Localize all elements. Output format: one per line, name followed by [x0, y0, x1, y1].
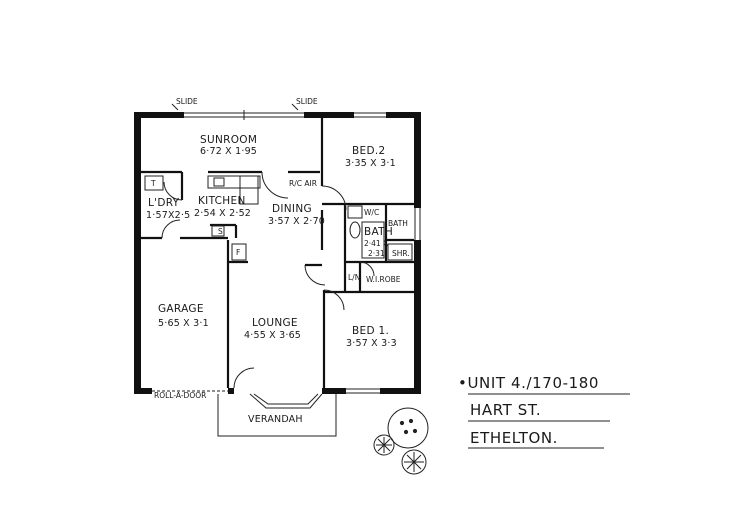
- dining-label: DINING: [272, 203, 312, 215]
- garage-dims: 5·65 X 3·1: [158, 318, 209, 329]
- shower-label: SHR.: [392, 249, 410, 258]
- laundry-label: L'DRY: [148, 197, 180, 209]
- laundry-dims: 1·57X2·5: [146, 210, 190, 221]
- address-block: •UNIT 4./170-180 HART ST. ETHELTON.: [458, 374, 630, 449]
- bed1-label: BED 1.: [352, 325, 389, 337]
- bed1-window: [346, 388, 380, 394]
- kitchen-dims: 2·54 X 2·52: [194, 208, 251, 219]
- lounge-dims: 4·55 X 3·65: [244, 330, 301, 341]
- bath-label: BATH: [364, 226, 393, 238]
- address-line2: HART ST.: [470, 401, 541, 419]
- bed2-dims: 3·35 X 3·1: [345, 158, 396, 169]
- dining-dims: 3·57 X 2·70: [268, 216, 325, 227]
- kitchen-label: KITCHEN: [198, 195, 246, 207]
- verandah-label: VERANDAH: [248, 414, 303, 425]
- bath-window: [414, 208, 421, 240]
- address-line3: ETHELTON.: [470, 429, 558, 447]
- address-line1: •UNIT 4./170-180: [458, 374, 599, 392]
- slide-label-left: SLIDE: [176, 97, 198, 106]
- interior-walls: [141, 118, 414, 388]
- bath-dims-a: 2·41 X: [364, 239, 388, 248]
- slide-label-right: SLIDE: [296, 97, 318, 106]
- sunroom-sliding-windows: [184, 110, 386, 120]
- lounge-label: LOUNGE: [252, 317, 298, 329]
- bed2-label: BED.2: [352, 145, 385, 157]
- exterior-walls: [134, 112, 421, 394]
- linen-label: L/N: [348, 273, 360, 282]
- door-swings: [161, 171, 375, 389]
- wc-label: W/C: [364, 208, 379, 217]
- roll-a-door-label: ROLL-A-DOOR: [154, 391, 206, 400]
- fixtures: [144, 175, 413, 437]
- stove-label: S: [218, 227, 223, 236]
- slide-markers: [171, 103, 299, 111]
- fridge-label: F: [236, 248, 240, 257]
- bath-dims-b: 2·31: [368, 249, 385, 258]
- sunroom-label: SUNROOM: [200, 134, 257, 146]
- landscape-shrubs: [373, 407, 429, 475]
- ric-air-label: R/C AIR: [289, 179, 317, 188]
- bed1-dims: 3·57 X 3·3: [346, 338, 397, 349]
- sunroom-dims: 6·72 X 1·95: [200, 146, 257, 157]
- bath-tub-label: BATH: [388, 219, 408, 228]
- wir-label: W.I.ROBE: [366, 275, 401, 284]
- garage-label: GARAGE: [158, 303, 204, 315]
- trough-label: T: [150, 179, 156, 188]
